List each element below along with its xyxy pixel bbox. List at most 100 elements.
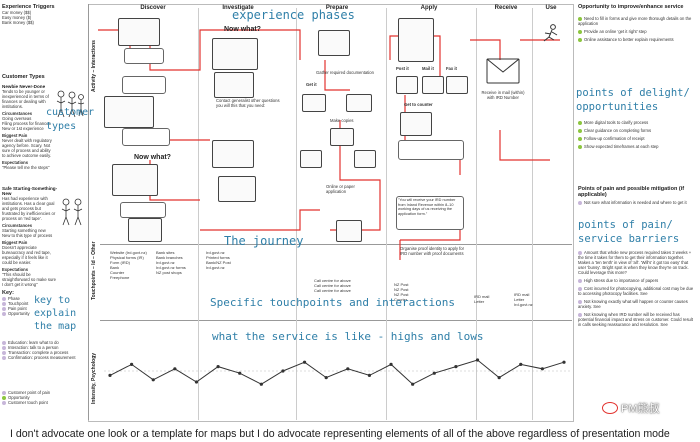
opportunity-item: Provide an online 'get it right' step [578, 29, 696, 34]
watermark-logo-icon [602, 402, 618, 414]
circumstances-label: Circumstances [2, 111, 33, 116]
opportunity-dot-icon [578, 29, 582, 34]
mailbox-sketch [396, 76, 418, 94]
phase-divider [476, 8, 477, 420]
opportunity-item: Show expected timeframes at each step [578, 144, 696, 149]
emotion-point [562, 360, 566, 364]
opportunity-item: Follow-up confirmation of receipt [578, 136, 696, 141]
counter-sketch [218, 176, 256, 202]
opportunity-dot-icon [578, 136, 582, 141]
emotion-point [130, 362, 134, 366]
receive-mail-label: Receive in mail (within) with IRD Number [481, 90, 525, 100]
get-to-counter-label: Get to counter [404, 102, 433, 107]
envelope-sketch [302, 94, 326, 112]
phase-divider [532, 8, 533, 420]
organise-ird-text: Organise proof identity to apply for IRD… [400, 246, 465, 256]
biggest-pain-text: Never dealt with regulatory agency befor… [2, 138, 52, 158]
customer-types-title: Customer Types [2, 74, 45, 80]
emotion-point [497, 376, 501, 380]
now-what-label: Now what? [224, 26, 261, 33]
contact-generalist-text: Contact generalist other questions you w… [216, 98, 280, 108]
circumstance-item: Starting something new [2, 228, 46, 233]
legend-item: Customer touch point [2, 400, 86, 405]
phase-receive: Receive [494, 5, 518, 11]
annotation-points-of-delight: points of delight/ opportunities [576, 87, 690, 113]
emotion-point [475, 358, 480, 362]
pain-panel: Points of pain and possible mitigation (… [578, 186, 696, 205]
customer-type-safe: Safe Starting-Something-New Has had expe… [2, 186, 58, 287]
touchpoints-row: Website (Ird.govt.nz)Physical forms (IR)… [104, 248, 572, 318]
pain-dot-icon [578, 299, 582, 304]
phase-divider [198, 8, 199, 420]
emotion-point [519, 362, 523, 366]
pain-point-key-icon [2, 306, 6, 311]
phase-discover: Discover [140, 5, 166, 11]
running-person-icon [543, 24, 558, 42]
opportunity-item: Online assistance to better explain requ… [578, 37, 696, 42]
emotion-point [432, 371, 436, 375]
customer-type-desc: Has had experience with institutions. Ha… [2, 196, 56, 221]
documents-sketch [346, 94, 372, 112]
opportunity-item: Clear guidance on completing forms [578, 128, 696, 133]
circumstance-item: Filing process for finances [2, 121, 51, 126]
touchpoint-type: Education: learn what to do [2, 340, 86, 345]
post-it-label: Post it [396, 66, 409, 71]
emotion-point [324, 376, 328, 380]
emotion-point [238, 371, 242, 375]
row-divider-touchpoints [100, 244, 572, 245]
speech-bubble [122, 76, 166, 94]
documents-sketch [318, 30, 350, 56]
watermark: PM熊叔 [602, 400, 660, 416]
opportunity-list: Need to fill in forms and give more thor… [578, 16, 696, 45]
circumstance-item: New to this type of process [2, 233, 53, 238]
emotion-point [194, 380, 199, 384]
emotion-point [454, 365, 458, 369]
opportunity-dot-icon [578, 37, 582, 42]
investigate-sketch [212, 38, 258, 70]
circumstances-label: Circumstances [2, 223, 33, 228]
form-sketch [398, 18, 434, 62]
pain-item: Amount that whole new process required t… [578, 250, 692, 275]
biggest-pain-text: Doesn't appreciate bureaucracy and red t… [2, 245, 51, 265]
pain-dot-icon [2, 390, 6, 395]
trigger-item: Car money ($$) [2, 10, 32, 15]
phone-sketch [214, 72, 254, 98]
expectations-label: Expectations [2, 160, 29, 165]
pain-dot-icon [578, 278, 582, 283]
house-sketch [354, 150, 376, 168]
get-it-label: Get it [306, 82, 317, 87]
opportunity-dot-icon [2, 395, 6, 400]
left-panel: Experience Triggers Car money ($$) Easy … [2, 4, 86, 25]
emotion-curve [104, 358, 570, 386]
key-legend: Customer point of pain Opportunity Custo… [2, 390, 86, 405]
mail-envelope-icon [486, 58, 520, 84]
pain-item: High stress due to importance of papers [578, 278, 696, 283]
annotation-customer-types: customer types [46, 107, 95, 132]
annotation-key-to-explain: key to explain the map [34, 295, 77, 332]
opportunity-dot-icon [578, 144, 582, 149]
touch-dot-icon [2, 400, 6, 405]
opportunity-list-lower: More digital tools to clarify process Cl… [578, 120, 696, 152]
computer-sketch [212, 140, 254, 168]
fax-sketch [446, 76, 468, 94]
triggers-title: Experience Triggers [2, 4, 55, 10]
circumstance-item: New or 1st experience [2, 126, 44, 131]
trigger-item: Easy money ($) [2, 15, 32, 20]
counter-sketch [400, 112, 432, 136]
opportunity-dot-icon [578, 120, 582, 125]
touchpoint-col-1: Website (Ird.govt.nz)Physical forms (IR)… [110, 250, 147, 280]
fax-it-label: Fax it [446, 66, 457, 71]
speech-bubble [122, 128, 170, 146]
annotation-highs-lows: what the service is like - highs and low… [212, 330, 484, 343]
opportunity-dot-icon [578, 16, 582, 21]
opportunity-item: More digital tools to clarify process [578, 120, 696, 125]
touchpoint-key-icon [2, 301, 6, 306]
gather-docs-label: Gather required documentation [316, 70, 374, 75]
emotion-point [259, 382, 263, 386]
further-verification-note [398, 140, 464, 160]
